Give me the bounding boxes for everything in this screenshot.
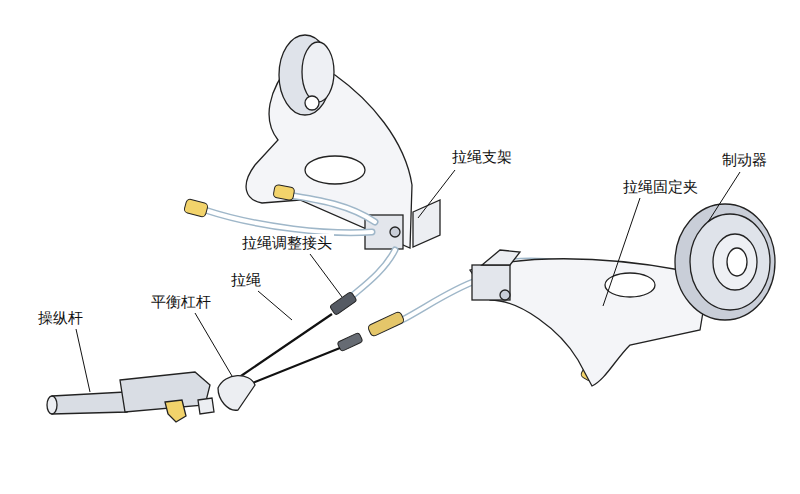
leader-line (76, 170, 740, 392)
part-label: 操纵杆 (36, 309, 85, 327)
brake-cable (238, 314, 340, 388)
part-label: 制动器 (720, 151, 769, 169)
right-brake-assembly (470, 204, 775, 386)
part-label: 拉绳支架 (450, 148, 514, 166)
part-label: 拉绳固定夹 (621, 178, 700, 196)
part-label: 拉绳调整接头 (240, 234, 334, 252)
part-label: 平衡杠杆 (149, 293, 213, 311)
hand-lever (47, 372, 255, 422)
cable-adjuster (329, 291, 404, 351)
part-label: 拉绳 (229, 271, 263, 289)
left-brake-assembly (246, 35, 440, 249)
